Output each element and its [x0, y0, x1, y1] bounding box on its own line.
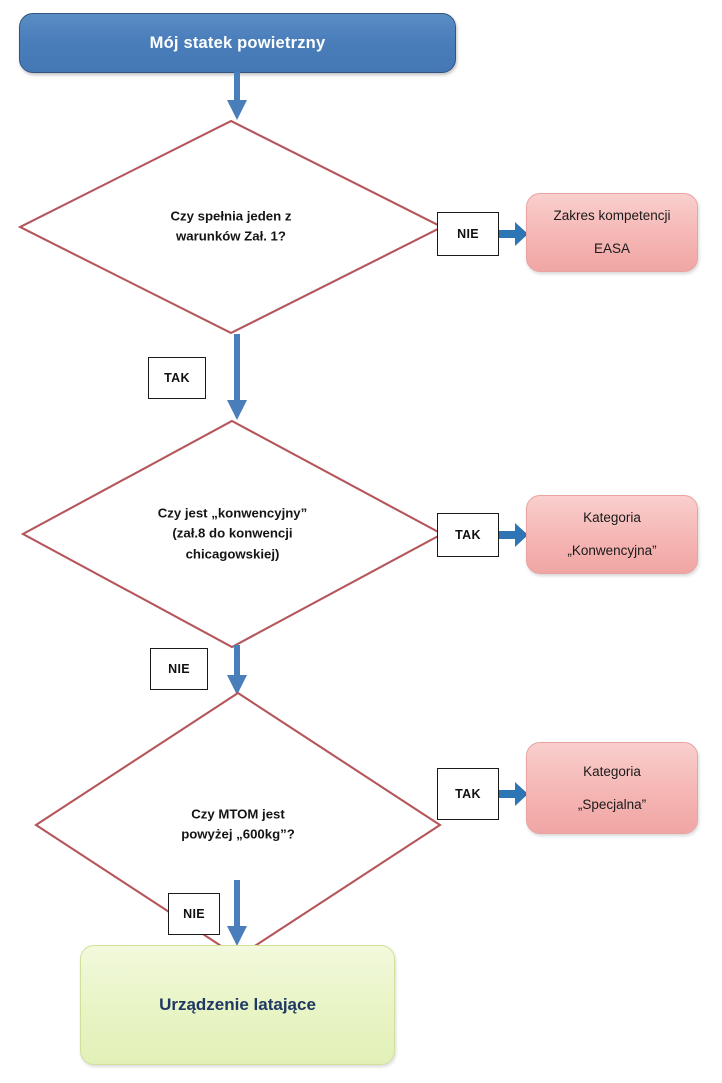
arrow-start-to-decision1 — [225, 72, 249, 122]
start-node-my-aircraft[interactable]: Mój statek powietrzny — [19, 13, 456, 73]
arrow-decision3-to-end — [225, 880, 249, 948]
edge-label-decision1-yes-text: TAK — [164, 371, 190, 385]
edge-label-decision2-no[interactable]: NIE — [150, 648, 208, 690]
edge-label-decision2-yes-text: TAK — [455, 528, 481, 542]
edge-label-decision2-yes[interactable]: TAK — [437, 513, 499, 557]
edge-label-decision1-yes[interactable]: TAK — [148, 357, 206, 399]
result-node-konwencyjna[interactable]: Kategoria „Konwencyjna” — [526, 495, 698, 574]
start-node-label: Mój statek powietrzny — [149, 33, 326, 52]
result-specjalna-line2: „Specjalna” — [577, 796, 647, 812]
result-easa-line1: Zakres kompetencji — [553, 208, 671, 224]
edge-label-decision1-no[interactable]: NIE — [437, 212, 499, 256]
decision-node-konwencyjny[interactable]: Czy jest „konwencyjny” (zał.8 do konwenc… — [21, 419, 444, 649]
arrow-decision1-to-decision2 — [225, 334, 249, 422]
decision-node-warunki-zal-1[interactable]: Czy spełnia jeden z warunków Zał. 1? — [18, 119, 444, 335]
edge-label-decision2-no-text: NIE — [168, 662, 190, 676]
edge-label-decision3-no-text: NIE — [183, 907, 205, 921]
result-konwencyjna-line1: Kategoria — [583, 510, 641, 526]
edge-label-decision1-no-text: NIE — [457, 227, 479, 241]
edge-label-decision3-yes[interactable]: TAK — [437, 768, 499, 820]
result-easa-line2: EASA — [593, 241, 631, 256]
end-node-urzadzenie-latajace[interactable]: Urządzenie latające — [80, 945, 395, 1065]
arrow-decision1-no-to-easa — [499, 218, 529, 250]
end-node-label: Urządzenie latające — [159, 995, 316, 1014]
result-specjalna-line1: Kategoria — [583, 763, 641, 779]
result-node-specjalna[interactable]: Kategoria „Specjalna” — [526, 742, 698, 834]
edge-label-decision3-yes-text: TAK — [455, 787, 481, 801]
result-konwencyjna-line2: „Konwencyjna” — [567, 543, 657, 558]
edge-label-decision3-no[interactable]: NIE — [168, 893, 220, 935]
arrow-decision3-yes-to-specjalna — [499, 778, 529, 810]
arrow-decision2-to-decision3 — [225, 645, 249, 697]
result-node-easa[interactable]: Zakres kompetencji EASA — [526, 193, 698, 272]
arrow-decision2-yes-to-konwencyjna — [499, 519, 529, 551]
